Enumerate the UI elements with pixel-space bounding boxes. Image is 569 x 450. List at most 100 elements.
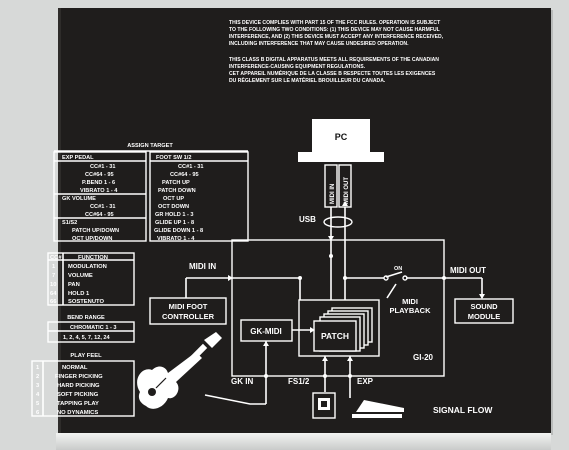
- exp-pedal-item: CC#64 - 95: [85, 172, 114, 178]
- patch-stack: [313, 307, 373, 352]
- foot-sw-item: GLIDE UP 1 - 8: [155, 220, 194, 226]
- playback-on-label: ON: [394, 266, 402, 272]
- patch-label: PATCH: [321, 331, 349, 341]
- canada-line: CET APPAREIL NUMÉRIQUE DE LA CLASSE B RE…: [229, 69, 436, 77]
- exp-pedal-header: EXP PEDAL: [62, 155, 94, 161]
- s1s2-item: OCT UP/DOWN: [72, 236, 112, 242]
- s1s2-item: PATCH UP/DOWN: [72, 228, 119, 234]
- play-feel-label: TAPPING PLAY: [57, 401, 99, 407]
- cc-number: 64: [50, 291, 57, 297]
- cc-number: 7: [52, 273, 55, 279]
- cc-function: SOSTENUTO: [68, 299, 104, 305]
- black-label-panel: [58, 8, 551, 433]
- usb-midi-out-label: MIDI OUT: [344, 177, 350, 204]
- assign-target-table: ASSIGN TARGET EXP PEDAL FOOT SW 1/2 CC#1…: [53, 143, 249, 242]
- gi20-label: GI-20: [413, 353, 434, 362]
- foot-sw-item: PATCH UP: [162, 180, 190, 186]
- bend-range-table: BEND RANGE CHROMATIC 1 - 3 1, 2, 4, 5, 7…: [47, 315, 135, 343]
- gk-volume-item: CC#1 - 31: [90, 204, 116, 210]
- device-front-edge: [56, 433, 551, 450]
- footswitch-icon: [312, 392, 336, 419]
- signal-flow-title: SIGNAL FLOW: [433, 405, 493, 415]
- gk-midi-label: GK-MIDI: [250, 327, 282, 336]
- bend-range-title: BEND RANGE: [67, 315, 105, 321]
- cc-function: HOLD 1: [68, 291, 90, 297]
- usb-label: USB: [299, 215, 316, 224]
- foot-sw-header: FOOT SW 1/2: [156, 155, 191, 161]
- canada-line: THIS CLASS B DIGITAL APPARATUS MEETS ALL…: [229, 57, 439, 63]
- exp-pedal-column: [53, 151, 147, 242]
- cc-col-header: CC#: [50, 255, 62, 261]
- usb-cable-ring: [323, 216, 353, 228]
- play-feel-number: 1: [36, 365, 40, 371]
- gk-volume-item: CC#64 - 95: [85, 212, 114, 218]
- exp-pedal-item: CC#1 - 31: [90, 164, 116, 170]
- gk-in-label: GK IN: [231, 377, 253, 386]
- foot-sw-item: GLIDE DOWN 1 - 8: [154, 228, 203, 234]
- play-feel-number: 4: [36, 392, 40, 398]
- fcc-line: TO THE FOLLOWING TWO CONDITIONS: (1) THI…: [229, 27, 440, 33]
- foot-sw-item: OCT DOWN: [158, 204, 189, 210]
- canada-line: DU RÈGLEMENT SUR LE MATÉRIEL BROUILLEUR …: [229, 76, 386, 84]
- sound-module-label: MODULE: [468, 312, 501, 321]
- midi-foot-controller-label: MIDI FOOT: [169, 302, 208, 311]
- s1s2-header: S1/S2: [62, 220, 77, 226]
- canada-line: INTERFERENCE-CAUSING EQUIPMENT REGULATIO…: [229, 64, 366, 70]
- foot-sw-item: CC#1 - 31: [178, 164, 204, 170]
- cc-number: 1: [52, 264, 56, 270]
- fcc-notice: THIS DEVICE COMPLIES WITH PART 15 OF THE…: [229, 20, 444, 47]
- foot-sw-item: OCT UP: [163, 196, 184, 202]
- bend-range-row: CHROMATIC 1 - 3: [70, 325, 117, 331]
- play-feel-number: 5: [36, 401, 40, 407]
- canada-notice: THIS CLASS B DIGITAL APPARATUS MEETS ALL…: [229, 57, 439, 84]
- play-feel-label: SOFT PICKING: [57, 392, 99, 398]
- play-feel-number: 6: [36, 410, 40, 416]
- gk-volume-header: GK VOLUME: [62, 196, 96, 202]
- exp-pedal-item: VIBRATO 1 - 4: [80, 188, 118, 194]
- foot-sw-item: CC#64 - 95: [170, 172, 199, 178]
- foot-sw-column: [149, 151, 249, 242]
- function-col-header: FUNCTION: [78, 255, 108, 261]
- pc-label: PC: [335, 132, 348, 142]
- fcc-line: INTERFERENCE, AND (2) THIS DEVICE MUST A…: [229, 34, 444, 40]
- cc-function: MODULATION: [68, 264, 107, 270]
- gi20-unit-outline: [231, 239, 445, 377]
- midi-playback-label: MIDI: [402, 297, 418, 306]
- cc-number: 66: [50, 299, 57, 305]
- foot-sw-item: PATCH DOWN: [158, 188, 196, 194]
- play-feel-label: FINGER PICKING: [55, 374, 103, 380]
- cc-number: 10: [50, 282, 56, 288]
- play-feel-title: PLAY FEEL: [70, 353, 102, 359]
- play-feel-number: 3: [36, 383, 40, 389]
- sound-module-label: SOUND: [470, 302, 498, 311]
- foot-sw-item: GR HOLD 1 - 3: [155, 212, 194, 218]
- pc-icon: PC: [298, 119, 384, 162]
- usb-midi-in-label: MIDI IN: [330, 184, 336, 204]
- cc-function: PAN: [68, 282, 80, 288]
- cc-function: VOLUME: [68, 273, 93, 279]
- midi-out-label: MIDI OUT: [450, 266, 486, 275]
- exp-label: EXP: [357, 377, 374, 386]
- midi-foot-controller-label: CONTROLLER: [162, 312, 215, 321]
- patch-area: [298, 299, 380, 357]
- sound-module-box: [454, 298, 514, 324]
- exp-pedal-item: P.BEND 1 - 6: [82, 180, 115, 186]
- cc-function-table: CC# FUNCTION 1 MODULATION 7 VOLUME 10 PA…: [47, 252, 135, 306]
- bend-range-row: 1, 2, 4, 5, 7, 12, 24: [63, 335, 111, 341]
- play-feel-label: NO DYNAMICS: [57, 410, 98, 416]
- fcc-line: INCLUDING INTERFERENCE THAT MAY CAUSE UN…: [229, 41, 409, 47]
- fcc-line: THIS DEVICE COMPLIES WITH PART 15 OF THE…: [229, 20, 441, 26]
- play-feel-table: PLAY FEEL 1 NORMAL 2 FINGER PICKING 3 HA…: [31, 353, 135, 417]
- guitar-icon: [137, 332, 222, 409]
- assign-target-title: ASSIGN TARGET: [127, 143, 173, 149]
- foot-sw-item: VIBRATO 1 - 4: [157, 236, 195, 242]
- midi-in-label: MIDI IN: [189, 262, 216, 271]
- play-feel-label: HARD PICKING: [57, 383, 100, 389]
- play-feel-number: 2: [36, 374, 39, 380]
- signal-flow-diagram: PC MIDI IN MIDI OUT USB GI-20 MIDI IN MI…: [137, 119, 514, 419]
- fs12-label: FS1/2: [288, 377, 310, 386]
- expression-pedal-icon: [352, 400, 404, 418]
- play-feel-label: NORMAL: [62, 365, 88, 371]
